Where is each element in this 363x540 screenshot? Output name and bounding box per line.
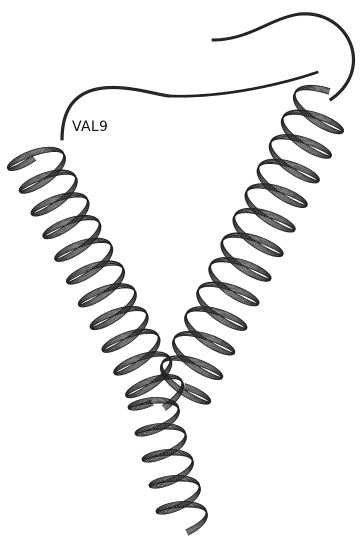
ribbon-strand-line [8, 151, 182, 407]
helix-left [7, 147, 183, 410]
ribbon-strand-line [212, 15, 300, 41]
ribbon-strand-line [7, 147, 183, 410]
loop-top-right [170, 71, 318, 97]
ribbon-strands [7, 13, 354, 535]
ribbon-strand-line [8, 149, 183, 408]
ribbon-strand-line [161, 87, 343, 403]
ribbon-strand-line [170, 73, 318, 97]
ribbon-strand-line [161, 88, 342, 403]
helix-bottom [128, 398, 207, 535]
helix-right [160, 85, 343, 404]
ribbon-strand-line [128, 398, 207, 535]
loop-terminal [212, 13, 300, 41]
ribbon-strand-line [161, 86, 344, 404]
residue-label: VAL9 [72, 119, 108, 135]
ribbon-strand-line [212, 15, 300, 41]
